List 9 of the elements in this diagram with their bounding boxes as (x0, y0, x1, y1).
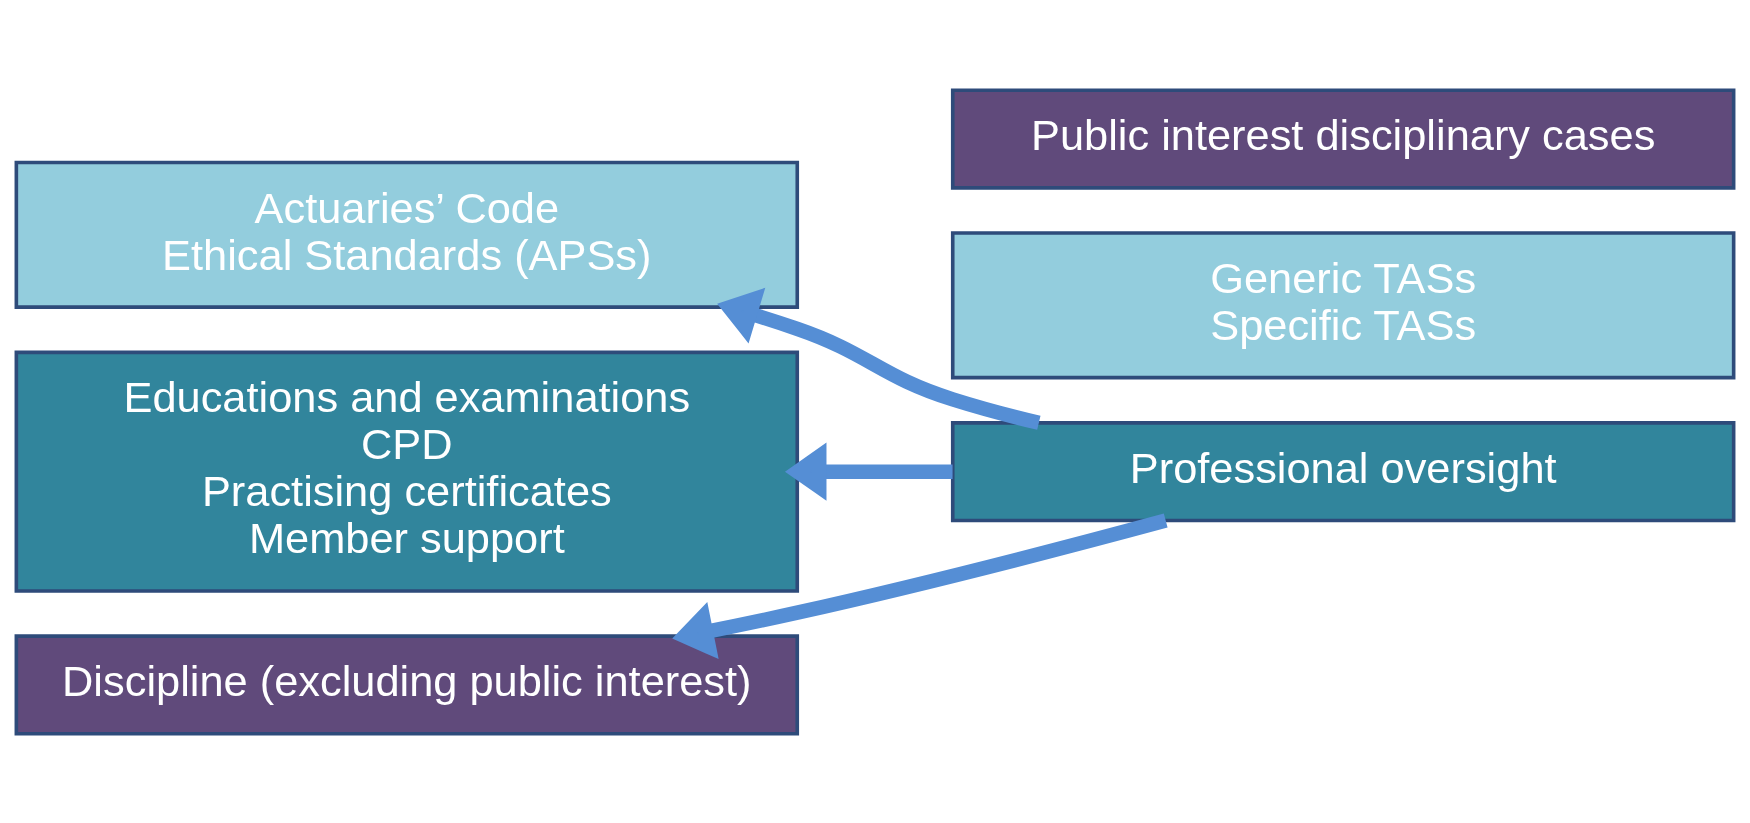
arrow (784, 442, 953, 501)
node-box: Discipline (excluding public interest) (14, 633, 800, 736)
arrow (717, 287, 1041, 430)
arrow (672, 513, 1168, 659)
node-box: Generic TASs Specific TASs (950, 230, 1736, 379)
node-box: Public interest disciplinary cases (950, 87, 1736, 190)
node-box: Actuaries’ Code Ethical Standards (APSs) (14, 160, 800, 309)
node-box: Professional oversight (950, 420, 1736, 522)
node-box: Educations and examinations CPD Practising certificates Member support (14, 350, 800, 593)
